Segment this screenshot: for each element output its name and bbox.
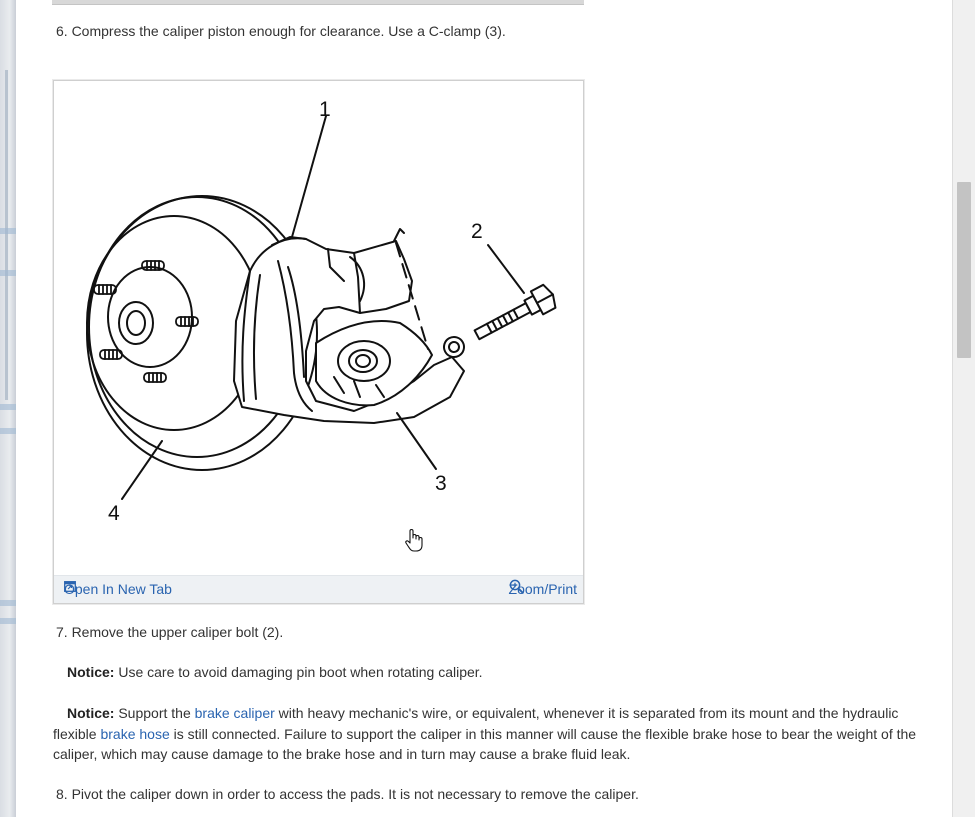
notice-support-caliper: Notice: Support the brake caliper with h… <box>53 703 941 765</box>
zoom-print-label: Zoom/Print <box>508 581 577 597</box>
open-new-tab-label: Open In New Tab <box>64 581 172 597</box>
gutter-stripe <box>5 70 8 400</box>
vertical-scrollbar[interactable] <box>952 0 975 817</box>
gutter-mark <box>0 404 16 410</box>
notice-label: Notice: <box>67 664 115 680</box>
notice-text: Support the <box>118 705 191 721</box>
callout-2: 2 <box>471 220 483 243</box>
notice-pin-boot: Notice: Use care to avoid damaging pin b… <box>53 662 941 683</box>
open-new-tab-button[interactable]: Open In New Tab <box>64 581 172 597</box>
notice-text: is still connected. Failure to support t… <box>53 725 917 763</box>
open-new-tab-icon <box>64 581 76 592</box>
gutter-mark <box>0 228 16 234</box>
figure-toolbar: Open In New Tab Zoom/Print <box>54 575 583 603</box>
previous-figure-edge <box>52 0 584 5</box>
brake-hose-link[interactable]: brake hose <box>100 725 170 742</box>
step-6: 6. Compress the caliper piston enough fo… <box>56 23 506 39</box>
gutter-mark <box>0 270 16 276</box>
notice-text: with heavy mechanic's wire, or equivalen… <box>53 705 899 742</box>
brake-diagram-figure: 1 2 3 4 Open In New Tab <box>53 80 584 604</box>
notice-label: Notice: <box>67 705 115 721</box>
callout-1: 1 <box>319 98 331 121</box>
scrollbar-thumb[interactable] <box>957 182 971 358</box>
step-7: 7. Remove the upper caliper bolt (2). <box>56 624 284 640</box>
callout-4: 4 <box>108 502 120 525</box>
notice-text: Use care to avoid damaging pin boot when… <box>118 664 483 680</box>
left-gutter <box>0 0 17 817</box>
gutter-mark <box>0 618 16 624</box>
zoom-print-button[interactable]: Zoom/Print <box>508 579 577 597</box>
caliper-rotor-illustration <box>86 115 557 500</box>
gutter-mark <box>0 600 16 606</box>
hand-pointer-icon <box>405 529 423 552</box>
article-content: 6. Compress the caliper piston enough fo… <box>16 0 952 817</box>
step-8: 8. Pivot the caliper down in order to ac… <box>56 786 639 802</box>
brake-caliper-link[interactable]: brake caliper <box>194 705 275 721</box>
gutter-mark <box>0 428 16 434</box>
callout-3: 3 <box>435 472 447 495</box>
zoom-in-icon <box>509 579 524 594</box>
